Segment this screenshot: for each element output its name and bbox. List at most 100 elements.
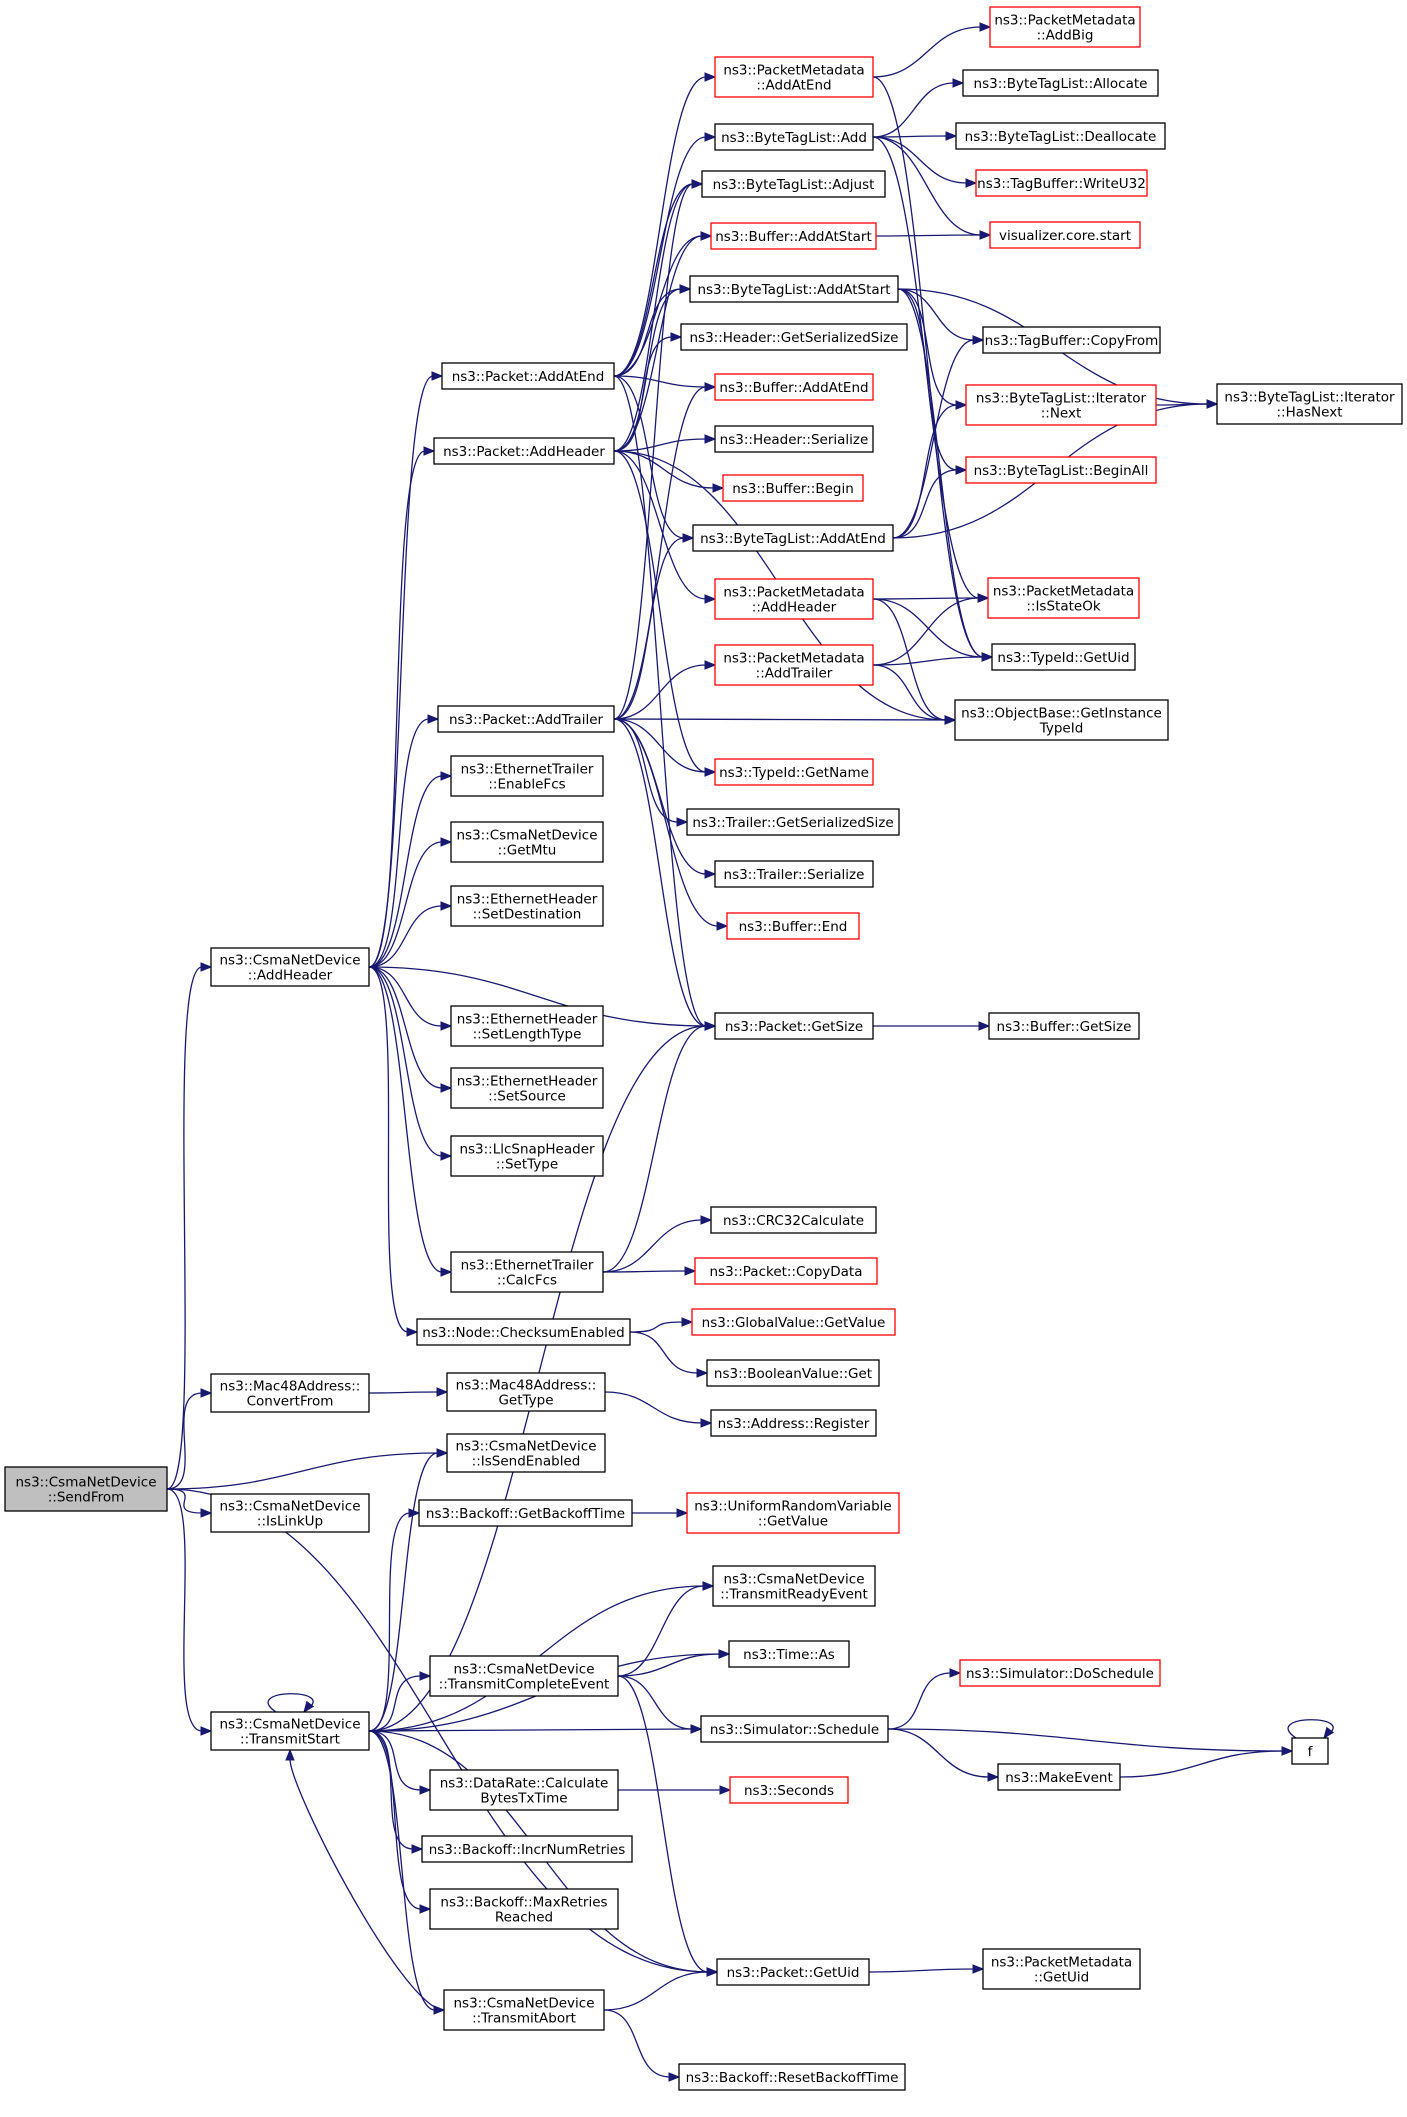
node-typeid_getuid[interactable]: ns3::TypeId::GetUid xyxy=(991,643,1136,671)
node-issendenabled[interactable]: ns3::CsmaNetDevice::IsSendEnabled xyxy=(446,1433,606,1473)
node-btl_deallocate[interactable]: ns3::ByteTagList::Deallocate xyxy=(955,122,1166,150)
edge-line xyxy=(368,375,434,968)
node-trl_serialize[interactable]: ns3::Trailer::Serialize xyxy=(714,860,874,888)
node-box xyxy=(714,758,874,786)
node-setlentype[interactable]: ns3::EthernetHeader::SetLengthType xyxy=(450,1005,604,1047)
node-buf_begin[interactable]: ns3::Buffer::Begin xyxy=(722,474,864,502)
node-boolval_get[interactable]: ns3::BooleanValue::Get xyxy=(706,1359,880,1387)
node-tagbuf_copyfrom[interactable]: ns3::TagBuffer::CopyFrom xyxy=(982,326,1161,354)
node-backoff_reset[interactable]: ns3::Backoff::ResetBackoffTime xyxy=(678,2063,906,2091)
node-addr_register[interactable]: ns3::Address::Register xyxy=(710,1409,877,1437)
node-setsource[interactable]: ns3::EthernetHeader::SetSource xyxy=(450,1067,604,1109)
edge-line xyxy=(613,375,685,539)
node-pm_addheader[interactable]: ns3::PacketMetadata::AddHeader xyxy=(714,578,874,620)
node-packet_addatend[interactable]: ns3::Packet::AddAtEnd xyxy=(441,362,615,390)
node-gv_getvalue[interactable]: ns3::GlobalValue::GetValue xyxy=(691,1308,896,1336)
node-time_as[interactable]: ns3::Time::As xyxy=(728,1640,850,1668)
node-mac48conv[interactable]: ns3::Mac48Address::ConvertFrom xyxy=(210,1373,370,1413)
node-btl_allocate[interactable]: ns3::ByteTagList::Allocate xyxy=(962,69,1159,97)
node-transmitready[interactable]: ns3::CsmaNetDevice::TransmitReadyEvent xyxy=(712,1565,876,1607)
node-packet_getuid[interactable]: ns3::Packet::GetUid xyxy=(716,1958,870,1986)
node-btl_iter_next[interactable]: ns3::ByteTagList::Iterator::Next xyxy=(965,384,1157,426)
node-box xyxy=(710,1206,877,1234)
edge-arrowhead xyxy=(411,1844,424,1854)
node-hdr_serialize[interactable]: ns3::Header::Serialize xyxy=(714,425,874,453)
node-getbackofftime[interactable]: ns3::Backoff::GetBackoffTime xyxy=(418,1499,633,1527)
edge-line xyxy=(613,438,707,452)
node-typeid_getname[interactable]: ns3::TypeId::GetName xyxy=(714,758,874,786)
call-edge-sendfrom-to-addheader_dev xyxy=(166,962,213,1490)
node-hdr_getsersize[interactable]: ns3::Header::GetSerializedSize xyxy=(680,323,908,351)
node-llcsettype[interactable]: ns3::LlcSnapHeader::SetType xyxy=(450,1135,604,1177)
node-label: ns3::ByteTagList::AddAtEnd xyxy=(700,531,886,547)
edge-line xyxy=(368,905,443,968)
node-btl_addatend[interactable]: ns3::ByteTagList::AddAtEnd xyxy=(692,524,894,552)
node-box xyxy=(991,643,1136,671)
node-buf_end[interactable]: ns3::Buffer::End xyxy=(726,912,860,940)
edge-arrowhead xyxy=(303,1700,315,1714)
node-label: ns3::UniformRandomVariable xyxy=(694,1499,892,1515)
node-packet_addheader[interactable]: ns3::Packet::AddHeader xyxy=(433,437,615,465)
node-transmitstart[interactable]: ns3::CsmaNetDevice::TransmitStart xyxy=(210,1711,370,1751)
node-pm_getuid[interactable]: ns3::PacketMetadata::GetUid xyxy=(982,1948,1141,1990)
node-sim_doschedule[interactable]: ns3::Simulator::DoSchedule xyxy=(959,1659,1161,1687)
call-edge-addheader_dev-to-eth_enablefcs xyxy=(368,771,453,968)
node-calcfcs[interactable]: ns3::EthernetTrailer::CalcFcs xyxy=(450,1251,604,1293)
node-box xyxy=(429,1888,619,1930)
node-pm_addtrailer[interactable]: ns3::PacketMetadata::AddTrailer xyxy=(714,644,874,686)
node-packet_copydata[interactable]: ns3::Packet::CopyData xyxy=(694,1257,878,1285)
node-btl_add[interactable]: ns3::ByteTagList::Add xyxy=(714,123,874,151)
node-box xyxy=(987,577,1140,619)
node-btl_addatstart[interactable]: ns3::ByteTagList::AddAtStart xyxy=(689,275,899,303)
edge-arrowhead xyxy=(945,131,958,141)
node-viz_start[interactable]: visualizer.core.start xyxy=(989,221,1141,249)
node-getmtu[interactable]: ns3::CsmaNetDevice::GetMtu xyxy=(450,821,604,863)
edge-line xyxy=(613,718,707,773)
node-sim_schedule[interactable]: ns3::Simulator::Schedule xyxy=(700,1715,889,1743)
node-transmitcomplete[interactable]: ns3::CsmaNetDevice::TransmitCompleteEven… xyxy=(429,1655,619,1697)
node-btl_beginall[interactable]: ns3::ByteTagList::BeginAll xyxy=(965,456,1157,484)
node-buf_addatend[interactable]: ns3::Buffer::AddAtEnd xyxy=(714,373,874,401)
node-packet_getsize[interactable]: ns3::Packet::GetSize xyxy=(714,1012,874,1040)
node-box xyxy=(210,1493,370,1533)
node-btl_iter_hasnext[interactable]: ns3::ByteTagList::Iterator::HasNext xyxy=(1216,383,1403,425)
node-label: ::TransmitCompleteEvent xyxy=(439,1677,610,1693)
node-sendfrom[interactable]: ns3::CsmaNetDevice::SendFrom xyxy=(4,1466,168,1512)
node-label: ns3::Simulator::Schedule xyxy=(710,1722,879,1738)
node-makeevent[interactable]: ns3::MakeEvent xyxy=(997,1763,1121,1791)
node-islinkup[interactable]: ns3::CsmaNetDevice::IsLinkUp xyxy=(210,1493,370,1533)
node-eth_enablefcs[interactable]: ns3::EthernetTrailer::EnableFcs xyxy=(450,755,604,797)
node-packet_addtrailer[interactable]: ns3::Packet::AddTrailer xyxy=(437,705,615,733)
node-setdest[interactable]: ns3::EthernetHeader::SetDestination xyxy=(450,885,604,927)
node-f[interactable]: f xyxy=(1291,1737,1329,1765)
node-buf_getsize[interactable]: ns3::Buffer::GetSize xyxy=(988,1012,1140,1040)
node-label: ns3::GlobalValue::GetValue xyxy=(702,1315,886,1331)
node-buf_addatstart[interactable]: ns3::Buffer::AddAtStart xyxy=(710,222,877,250)
edge-arrowhead xyxy=(684,1266,697,1276)
node-pm_addatend[interactable]: ns3::PacketMetadata::AddAtEnd xyxy=(714,56,874,98)
node-pm_addbig[interactable]: ns3::PacketMetadata::AddBig xyxy=(989,6,1141,48)
node-mac48gettype[interactable]: ns3::Mac48Address::GetType xyxy=(446,1372,606,1412)
call-edge-btl_add-to-tagbuf_writeu32 xyxy=(872,136,978,188)
node-label: ::GetValue xyxy=(758,1514,828,1530)
node-btl_adjust[interactable]: ns3::ByteTagList::Adjust xyxy=(701,170,886,198)
node-box xyxy=(686,808,900,836)
node-label: ns3::Buffer::AddAtEnd xyxy=(719,380,868,396)
node-trl_getsersize[interactable]: ns3::Trailer::GetSerializedSize xyxy=(686,808,900,836)
node-transmitabort[interactable]: ns3::CsmaNetDevice::TransmitAbort xyxy=(443,1989,605,2031)
node-addheader_dev[interactable]: ns3::CsmaNetDevice::AddHeader xyxy=(210,947,370,987)
edge-arrowhead xyxy=(200,1388,213,1398)
node-incrnumretries[interactable]: ns3::Backoff::IncrNumRetries xyxy=(421,1835,633,1863)
node-tagbuf_writeu32[interactable]: ns3::TagBuffer::WriteU32 xyxy=(975,169,1148,197)
node-seconds[interactable]: ns3::Seconds xyxy=(729,1776,849,1804)
node-crc32[interactable]: ns3::CRC32Calculate xyxy=(710,1206,877,1234)
node-box xyxy=(443,1989,605,2031)
node-urv_getvalue[interactable]: ns3::UniformRandomVariable::GetValue xyxy=(686,1492,900,1534)
node-checksumenabled[interactable]: ns3::Node::ChecksumEnabled xyxy=(416,1318,631,1346)
edge-line xyxy=(872,597,980,666)
node-pm_isstateok[interactable]: ns3::PacketMetadata::IsStateOk xyxy=(987,577,1140,619)
edge-line xyxy=(872,136,982,236)
